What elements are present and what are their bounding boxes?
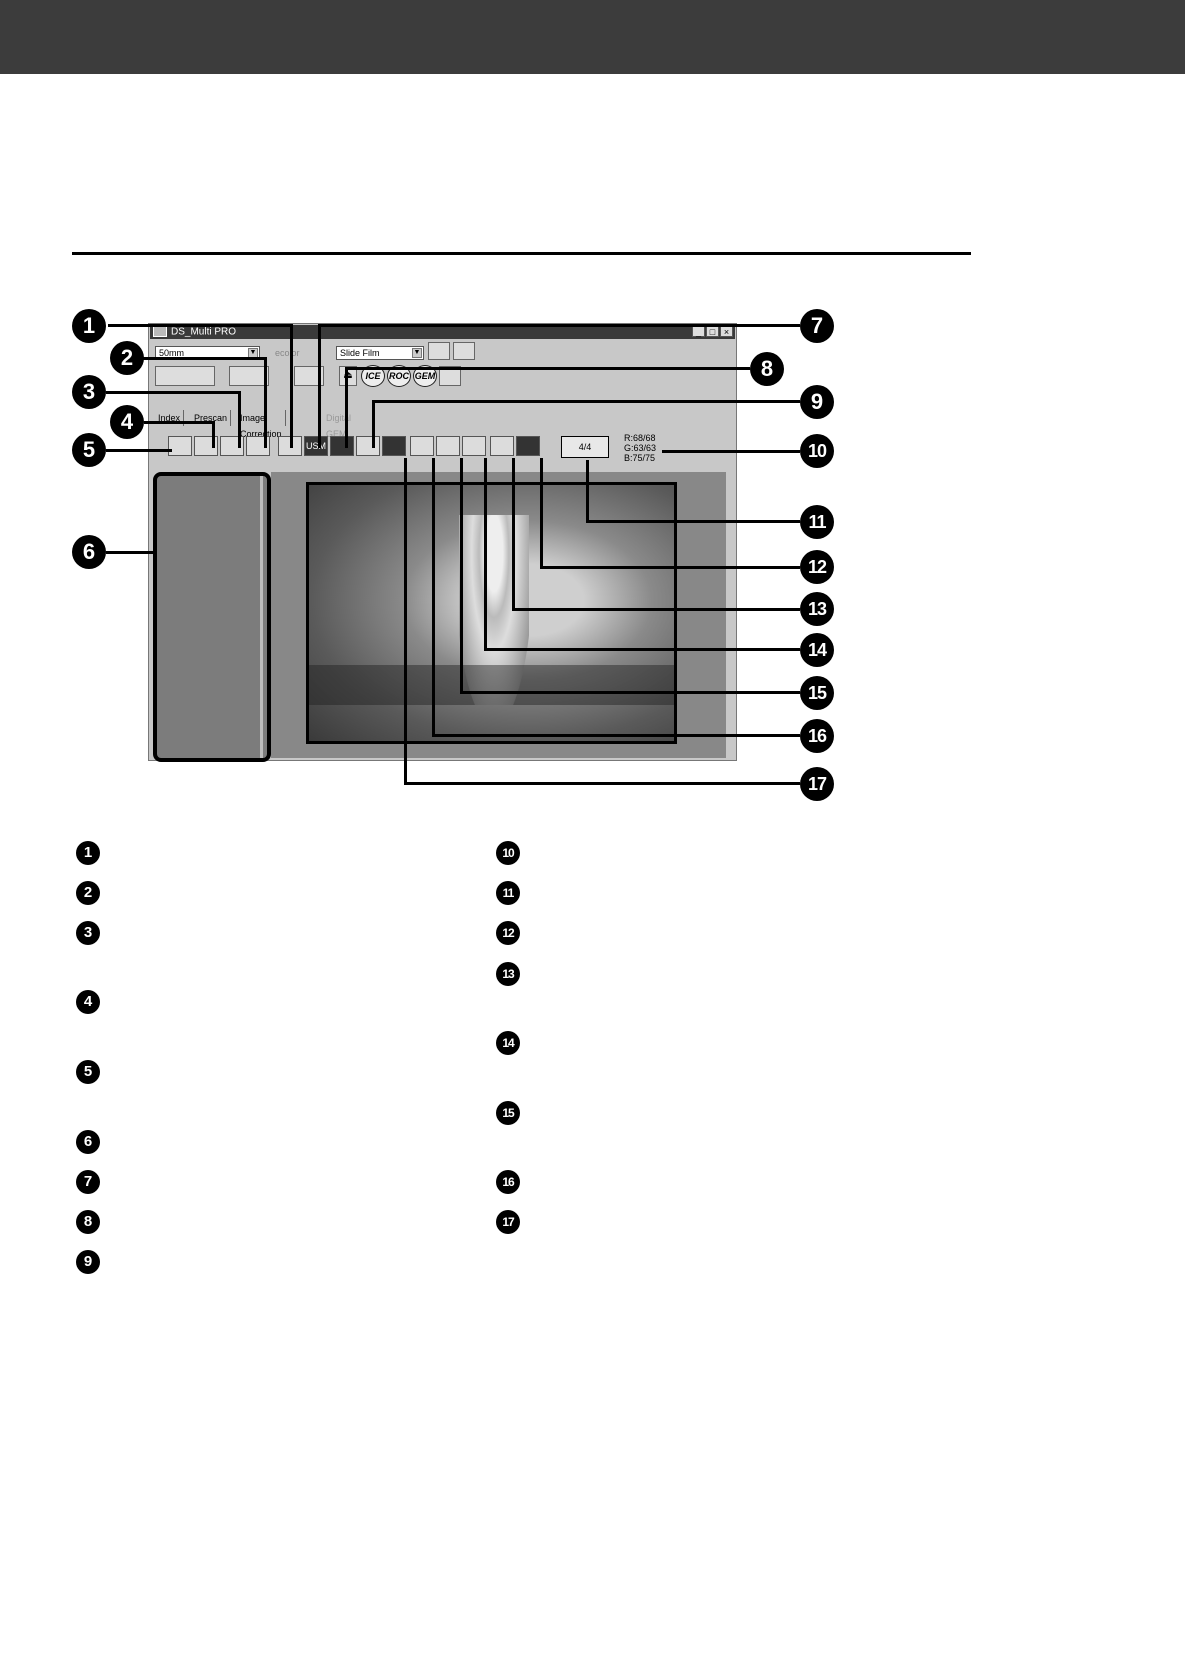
legend-marker-1: 1	[76, 841, 100, 865]
legend-marker-9: 9	[76, 1250, 100, 1274]
preview-area	[271, 472, 726, 758]
minimize-button[interactable]: _	[692, 326, 705, 337]
save-job-button[interactable]	[436, 436, 460, 456]
wand-button[interactable]	[428, 342, 450, 360]
tab-prescan[interactable]: Prescan	[191, 410, 232, 426]
disabled-label: ecolor	[275, 348, 300, 358]
size-combo-value: 50mm	[159, 348, 185, 358]
settings-row: 50mm ▼ ecolor Slide Film ▼	[153, 342, 731, 360]
frame-counter: 4/4	[578, 442, 592, 452]
red-value: R:68/68	[624, 433, 656, 443]
callout-2: 2	[110, 341, 144, 375]
prescan-button[interactable]	[155, 366, 215, 386]
callout-4: 4	[110, 405, 144, 439]
gem-button[interactable]: GEM	[413, 365, 437, 387]
callout-10: 10	[800, 434, 834, 468]
legend-marker-12: 12	[496, 921, 520, 945]
callout-7: 7	[800, 309, 834, 343]
callout-13: 13	[800, 592, 834, 626]
callout-11: 11	[800, 505, 834, 539]
snapshot-button[interactable]	[410, 436, 434, 456]
callout-15: 15	[800, 676, 834, 710]
tab-image-correction[interactable]: Image Correction	[237, 410, 286, 439]
legend-marker-11: 11	[496, 881, 520, 905]
undo-button[interactable]	[382, 436, 406, 456]
callout-9: 9	[800, 385, 834, 419]
legend-marker-10: 10	[496, 841, 520, 865]
auto-exposure-button[interactable]	[356, 436, 380, 456]
blue-value: B:75/75	[624, 453, 656, 463]
callout-12: 12	[800, 550, 834, 584]
before-after-button[interactable]	[516, 436, 540, 456]
correction-toolbar: USM	[168, 436, 728, 456]
callout-16: 16	[800, 719, 834, 753]
legend-marker-6: 6	[76, 1130, 100, 1154]
legend-marker-8: 8	[76, 1210, 100, 1234]
color-matching-button[interactable]	[330, 436, 354, 456]
tone-curve-button[interactable]	[168, 436, 192, 456]
scanner-window: DS_Multi PRO _ □ × 50mm ▼ ecolor Slide F…	[148, 323, 737, 762]
callout-8: 8	[750, 352, 784, 386]
legend-marker-16: 16	[496, 1170, 520, 1194]
roc-button[interactable]: ROC	[387, 365, 411, 387]
legend-marker-3: 3	[76, 921, 100, 945]
callout-3: 3	[72, 375, 106, 409]
legend-marker-7: 7	[76, 1170, 100, 1194]
section-rule	[72, 252, 971, 255]
callout-5: 5	[72, 433, 106, 467]
unsharp-mask-button[interactable]: USM	[304, 436, 328, 456]
film-type-value: Slide Film	[340, 348, 380, 358]
load-job-button[interactable]	[462, 436, 486, 456]
chevron-down-icon: ▼	[412, 348, 422, 358]
film-type-combo[interactable]: Slide Film ▼	[336, 346, 424, 360]
index-button[interactable]	[229, 366, 269, 386]
callout-14: 14	[800, 633, 834, 667]
correction-panel	[153, 472, 271, 762]
close-button[interactable]: ×	[720, 326, 733, 337]
tab-digital-gem[interactable]: Digital GEM	[326, 413, 352, 439]
maximize-button[interactable]: □	[706, 326, 719, 337]
legend-marker-4: 4	[76, 990, 100, 1014]
frame-selector[interactable]: 4/4	[561, 436, 609, 458]
legend-marker-15: 15	[496, 1101, 520, 1125]
callout-6: 6	[72, 535, 106, 569]
settings-button[interactable]	[439, 366, 461, 386]
legend-marker-13: 13	[496, 962, 520, 986]
callout-1: 1	[72, 309, 106, 343]
ice-button[interactable]: ICE	[361, 365, 385, 387]
legend-marker-17: 17	[496, 1210, 520, 1234]
legend-marker-2: 2	[76, 881, 100, 905]
saturation-view-button[interactable]	[490, 436, 514, 456]
rgb-readout: R:68/68 G:63/63 B:75/75	[624, 433, 656, 463]
folder-button[interactable]	[453, 342, 475, 360]
tab-index[interactable]: Index	[155, 410, 185, 426]
scan-button[interactable]	[294, 366, 324, 386]
preview-image	[306, 482, 677, 744]
header-bar	[0, 0, 1185, 74]
window-title: DS_Multi PRO	[171, 326, 237, 338]
callout-17: 17	[800, 767, 834, 801]
window-titlebar: DS_Multi PRO _ □ ×	[150, 325, 735, 339]
green-value: G:63/63	[624, 443, 657, 453]
legend-marker-14: 14	[496, 1031, 520, 1055]
legend-marker-5: 5	[76, 1060, 100, 1084]
